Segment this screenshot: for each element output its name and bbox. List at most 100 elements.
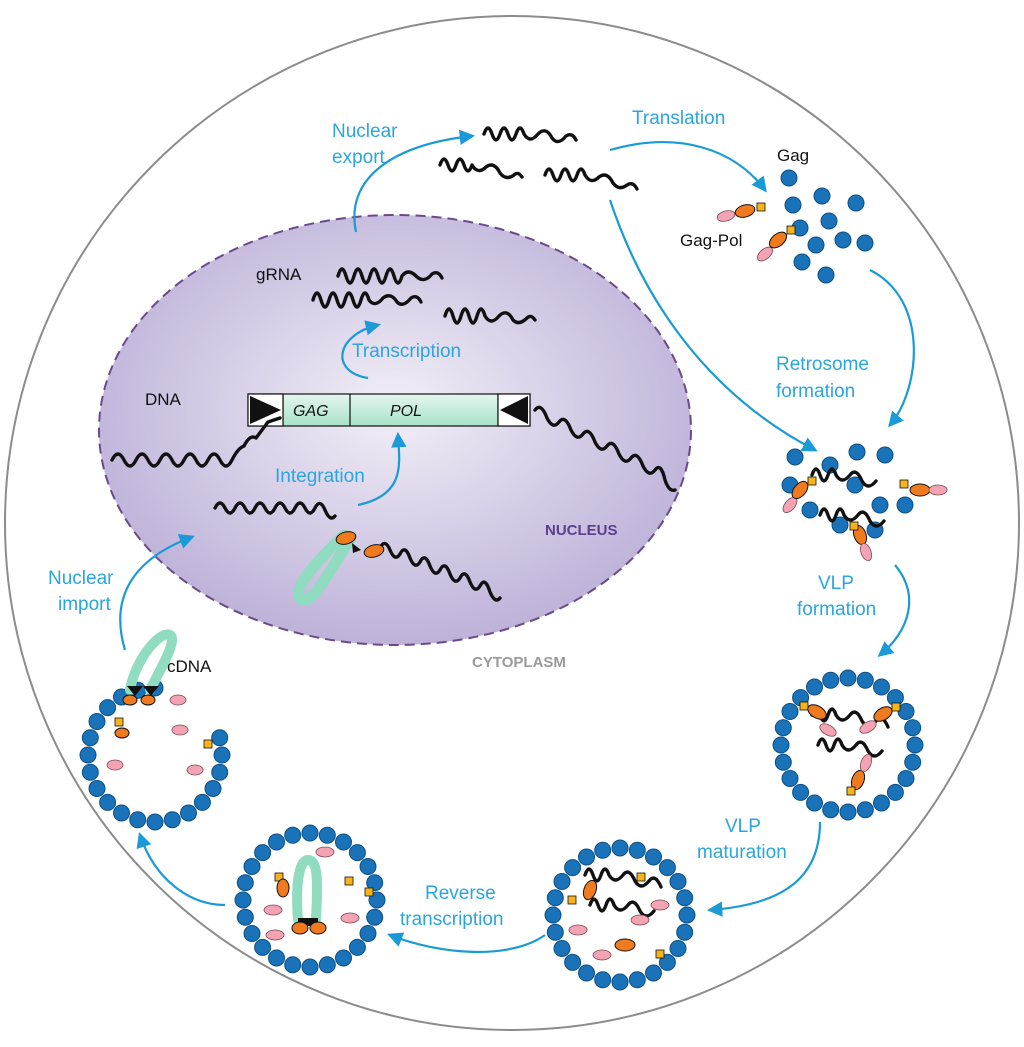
retrosome bbox=[781, 443, 948, 562]
gag-sphere bbox=[213, 746, 231, 764]
gag-sphere bbox=[546, 889, 564, 907]
arrow-rna-to-retrosome bbox=[608, 199, 818, 452]
gag-sphere bbox=[774, 719, 792, 737]
arrows bbox=[119, 129, 915, 954]
label-nuclear-export-1: Nuclear bbox=[332, 121, 398, 142]
arrow-to-cdna-vlp bbox=[136, 832, 226, 907]
label-nuclear-export-2: export bbox=[332, 147, 386, 168]
gag-sphere bbox=[79, 746, 97, 764]
gag-sphere bbox=[564, 859, 582, 877]
label-nuclear-import-1: Nuclear bbox=[48, 568, 114, 589]
gag-sphere bbox=[658, 859, 676, 877]
arrow-vlp-formation bbox=[877, 564, 911, 657]
gag-sphere bbox=[544, 906, 562, 924]
gag-sphere bbox=[904, 753, 922, 771]
label-vlp-formation-2: formation bbox=[797, 599, 876, 620]
gag-sphere bbox=[678, 906, 696, 924]
gag-sphere bbox=[781, 770, 799, 787]
gag-sphere bbox=[318, 956, 336, 974]
gag-sphere bbox=[856, 671, 874, 689]
label-gag: Gag bbox=[777, 146, 809, 165]
arrow-translation bbox=[609, 141, 767, 193]
integration-strand-left bbox=[213, 501, 337, 520]
gag-sphere bbox=[594, 971, 612, 989]
gag-sphere bbox=[335, 949, 352, 967]
gag-sphere bbox=[856, 801, 874, 819]
gag-sphere bbox=[645, 848, 662, 866]
vlp-reverse-transcription-shell bbox=[234, 824, 386, 976]
dna-strand-left bbox=[110, 416, 282, 468]
gag-sphere bbox=[594, 841, 612, 859]
arrow-nuclear-export bbox=[353, 129, 476, 233]
integration-strand-right bbox=[378, 541, 502, 602]
gag-sphere bbox=[676, 889, 694, 907]
gag-sphere bbox=[81, 729, 99, 747]
gag-sphere bbox=[564, 953, 582, 971]
gag-sphere bbox=[99, 793, 117, 811]
gag-sphere bbox=[886, 783, 904, 801]
arrow-integration bbox=[357, 431, 407, 507]
label-vlp-maturation-1: VLP bbox=[725, 816, 761, 837]
gag-sphere bbox=[243, 925, 261, 942]
gag-sphere bbox=[553, 940, 571, 957]
arrow-retrosome-formation bbox=[869, 269, 915, 428]
integration-complex bbox=[293, 529, 385, 606]
gag-sphere bbox=[180, 804, 197, 822]
gag-sphere bbox=[163, 811, 181, 829]
gag-sphere bbox=[806, 678, 823, 696]
gag-sphere bbox=[268, 949, 285, 967]
gag-sphere bbox=[676, 923, 694, 941]
label-integration: Integration bbox=[275, 466, 365, 487]
gag-sphere bbox=[669, 940, 687, 957]
grna-2 bbox=[311, 291, 423, 309]
label-dna: DNA bbox=[145, 390, 182, 409]
gag-sphere bbox=[628, 971, 646, 989]
vlp-cdna-contents bbox=[106, 629, 213, 776]
gag-sphere bbox=[774, 753, 792, 771]
exported-rna-2 bbox=[438, 157, 524, 180]
gag-sphere bbox=[234, 891, 252, 909]
label-transcription: Transcription bbox=[352, 341, 461, 362]
gag-sphere bbox=[348, 938, 366, 956]
gag-sphere bbox=[301, 824, 319, 842]
gag-sphere bbox=[88, 713, 106, 730]
gag-sphere bbox=[359, 858, 377, 875]
vlp-mature-shell bbox=[544, 839, 696, 991]
exported-rna-3 bbox=[543, 167, 639, 191]
label-retrosome-1: Retrosome bbox=[776, 354, 869, 375]
integrating-cdna bbox=[293, 529, 356, 606]
gag-sphere bbox=[268, 833, 285, 851]
vlp-layer bbox=[79, 669, 924, 991]
gag-sphere bbox=[366, 908, 384, 926]
label-reverse-transcription-1: Reverse bbox=[425, 883, 496, 904]
gag-sphere bbox=[897, 703, 915, 720]
gag-sphere bbox=[81, 763, 99, 781]
label-gag-pol: Gag-Pol bbox=[680, 231, 742, 250]
gag-sphere bbox=[611, 973, 629, 991]
gag-sphere bbox=[873, 678, 890, 696]
gag-sphere bbox=[146, 813, 164, 831]
gag-sphere bbox=[578, 964, 595, 982]
label-cdna: cDNA bbox=[167, 657, 212, 676]
gag-sphere bbox=[204, 780, 222, 797]
step-labels: Nuclear export Translation Retrosome for… bbox=[48, 108, 876, 930]
gag-sphere bbox=[254, 844, 272, 862]
gag-sphere bbox=[897, 770, 915, 787]
arrow-nuclear-import bbox=[119, 534, 195, 651]
gag-sphere bbox=[254, 938, 272, 956]
gag-particles bbox=[780, 169, 874, 284]
label-retrosome-2: formation bbox=[776, 381, 855, 402]
gag-sphere bbox=[792, 783, 810, 801]
exported-rna-1 bbox=[482, 126, 578, 144]
gag-sphere bbox=[628, 841, 646, 859]
vlp-mature-contents bbox=[567, 867, 670, 961]
gag-sphere bbox=[546, 923, 564, 941]
gag-sphere bbox=[236, 908, 254, 926]
vlp-reverse-transcription-contents bbox=[263, 846, 374, 941]
gag-sphere bbox=[366, 874, 384, 892]
dna-strand-right bbox=[533, 405, 677, 492]
gag-sphere bbox=[806, 794, 823, 812]
label-nuclear-import-2: import bbox=[58, 594, 112, 615]
gag-sphere bbox=[335, 833, 352, 851]
